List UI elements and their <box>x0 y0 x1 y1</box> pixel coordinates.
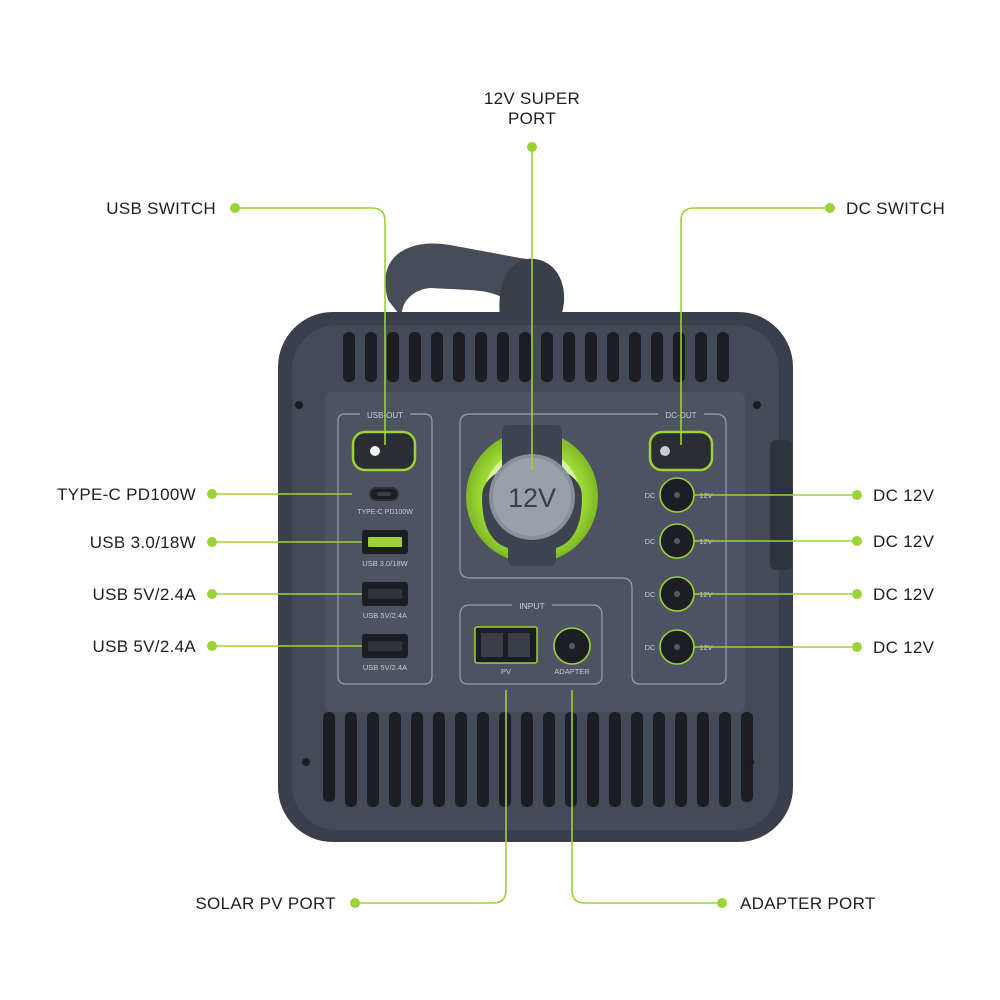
usb-switch-led <box>370 446 380 456</box>
usb5v-label-a: USB 5V/2.4A <box>92 585 196 604</box>
dot-dc12v-1 <box>852 490 862 500</box>
input-label: INPUT <box>519 601 545 611</box>
dc12v-label-3: DC 12V <box>873 585 935 604</box>
dot-usb5v-b <box>207 641 217 651</box>
dc12v-label-1: DC 12V <box>873 486 935 505</box>
screw <box>746 758 754 766</box>
dot-dc12v-2 <box>852 536 862 546</box>
pv-caption: PV <box>501 667 511 676</box>
usb-switch-button[interactable] <box>351 430 417 472</box>
dc-switch-label: DC SWITCH <box>846 199 946 218</box>
dc-left-caption-3: DC <box>645 590 656 599</box>
dot-super-port <box>527 142 537 152</box>
solar-pv-label: SOLAR PV PORT <box>195 894 336 913</box>
usb5v-label-b: USB 5V/2.4A <box>92 637 196 656</box>
leader-dc-switch <box>680 207 830 445</box>
dc-port-2[interactable] <box>659 523 695 559</box>
leader-usb-switch <box>235 207 386 445</box>
dc12v-label-2: DC 12V <box>873 532 935 551</box>
type-c-caption: TYPE-C PD100W <box>357 509 413 516</box>
dot-usb30 <box>207 537 217 547</box>
socket-label: 12V <box>508 483 556 513</box>
solar-pv-port[interactable] <box>474 626 538 664</box>
dot-adapter <box>717 898 727 908</box>
dot-dc-switch <box>825 203 835 213</box>
super-port-label-line2: PORT <box>507 109 557 128</box>
dot-type-c <box>207 489 217 499</box>
super-port-label: 12V SUPER PORT <box>452 90 612 127</box>
dc-switch-led <box>660 446 670 456</box>
dot-usb-switch <box>230 203 240 213</box>
dot-usb5v-a <box>207 589 217 599</box>
dc-left-caption-2: DC <box>645 537 656 546</box>
usb-out-frame <box>337 413 433 685</box>
side-latch <box>770 440 792 570</box>
adapter-port-label: ADAPTER PORT <box>740 894 876 913</box>
dot-dc12v-4 <box>852 642 862 652</box>
input-frame <box>459 604 603 685</box>
usb30-caption: USB 3.0/18W <box>362 559 408 568</box>
usb30-label: USB 3.0/18W <box>89 533 196 552</box>
dc-port-3[interactable] <box>659 576 695 612</box>
type-c-label: TYPE-C PD100W <box>57 485 196 504</box>
adapter-port[interactable] <box>553 627 591 665</box>
dc-port-1[interactable] <box>659 477 695 513</box>
screw <box>295 401 303 409</box>
leader-adapter <box>571 690 722 904</box>
adapter-caption: ADAPTER <box>554 667 590 676</box>
dc-left-caption-4: DC <box>645 643 656 652</box>
usb5v-caption-b: USB 5V/2.4A <box>363 663 407 672</box>
dc-left-caption-1: DC <box>645 491 656 500</box>
dc-out-frame <box>459 413 727 685</box>
usb-switch-label: USB SWITCH <box>106 199 216 218</box>
dc-port-4[interactable] <box>659 629 695 665</box>
super-port-label-line1: 12V SUPER <box>483 89 581 108</box>
screw <box>753 401 761 409</box>
usb5v-caption-a: USB 5V/2.4A <box>363 611 407 620</box>
screw <box>302 758 310 766</box>
top-vents <box>343 332 729 382</box>
leader-solar <box>355 690 507 904</box>
dot-dc12v-3 <box>852 589 862 599</box>
dot-solar <box>350 898 360 908</box>
bottom-vents <box>323 712 753 807</box>
dc12v-label-4: DC 12V <box>873 638 935 657</box>
